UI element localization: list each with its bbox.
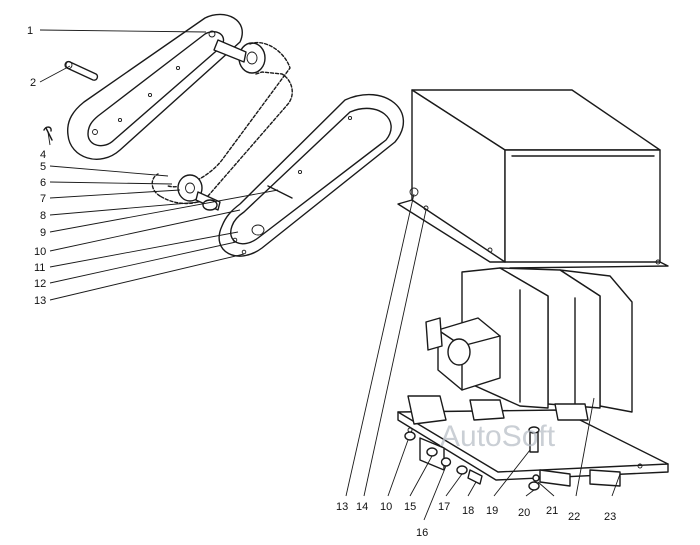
transformer-block (425, 267, 633, 413)
callout-label: 10 (380, 501, 392, 513)
callout-label: 11 (34, 262, 45, 274)
watermark-text: AutoSoft (440, 420, 556, 453)
callout-label: 4 (40, 149, 46, 161)
callout-label: 18 (462, 505, 474, 517)
callout-label: 13 (336, 501, 348, 513)
callout-label: 17 (438, 501, 450, 513)
callout-label: 13 (34, 295, 46, 307)
control-box-cover (397, 89, 669, 269)
callout-labels: 1 2 4 5 6 7 8 9 10 11 12 13 13 14 10 15 … (27, 25, 616, 539)
callout-label: 16 (416, 527, 428, 539)
callout-label: 5 (40, 161, 46, 173)
callout-label: 7 (40, 193, 46, 205)
callout-label: 21 (546, 505, 558, 517)
callout-label: 12 (34, 278, 46, 290)
callout-label: 8 (40, 210, 46, 222)
leader-lines (39, 29, 621, 521)
callout-label: 15 (404, 501, 416, 513)
base-plate (397, 395, 669, 491)
callout-label: 22 (568, 511, 580, 523)
callout-label: 23 (604, 511, 616, 523)
rear-chain-cover (67, 13, 243, 160)
callout-label: 19 (486, 505, 498, 517)
shaft-pin (64, 60, 99, 81)
lower-sprocket (177, 174, 221, 211)
callout-label: 20 (518, 507, 530, 519)
callout-label: 9 (40, 227, 46, 239)
callout-label: 14 (356, 501, 368, 513)
small-pin (43, 126, 53, 141)
callout-label: 2 (30, 77, 36, 89)
front-chain-cover (218, 94, 405, 257)
callout-label: 6 (40, 177, 46, 189)
callout-label: 10 (34, 246, 46, 258)
callout-label: 1 (27, 25, 33, 37)
